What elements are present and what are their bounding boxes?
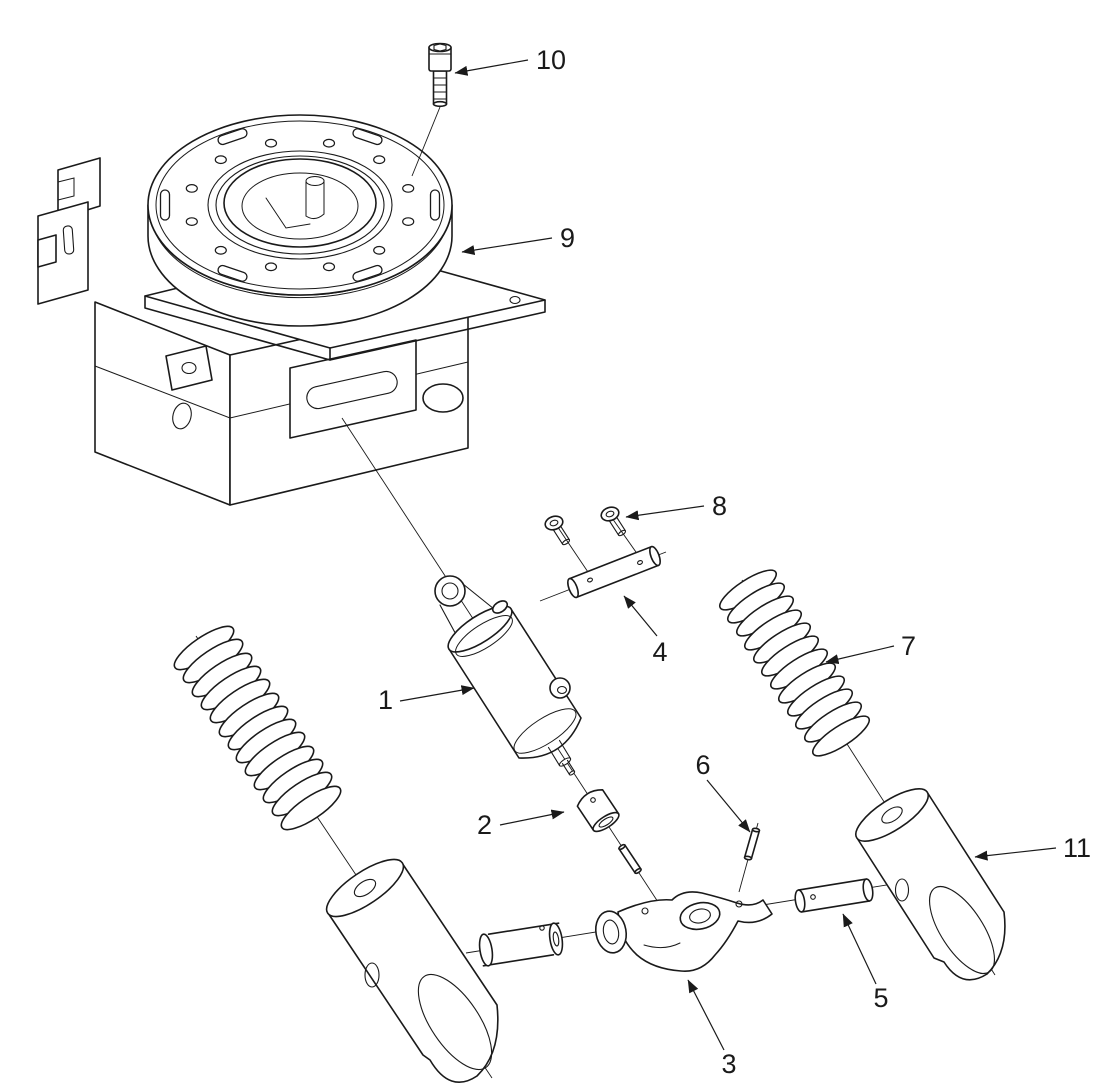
callout-6-label: 6 xyxy=(695,750,710,780)
screws-part-8 xyxy=(544,506,627,546)
callout-1-label: 1 xyxy=(378,685,393,715)
callout-3-label: 3 xyxy=(721,1049,736,1079)
callout-7-leader xyxy=(825,645,895,665)
hex-socket xyxy=(433,43,447,52)
screw8a-axis-line xyxy=(556,525,593,579)
callout-2-label: 2 xyxy=(477,810,492,840)
main-assembly xyxy=(37,114,546,506)
screw-8b xyxy=(600,506,627,537)
callout-11-leader xyxy=(974,847,1057,861)
callout-10-label: 10 xyxy=(536,45,566,75)
cylinder-nipple xyxy=(547,739,576,776)
callout-5: 5 xyxy=(842,913,889,1013)
port-boss xyxy=(549,677,571,699)
callout-5-leader xyxy=(842,913,877,985)
cap-screw-part-10 xyxy=(428,42,452,108)
callout-7: 7 xyxy=(825,631,916,665)
callout-9-leader xyxy=(461,237,553,256)
cylinder-part-1 xyxy=(434,575,582,776)
callout-6-leader xyxy=(706,779,751,833)
callout-10-leader xyxy=(454,59,529,76)
bushing-part-2 xyxy=(576,788,620,833)
callout-11-label: 11 xyxy=(1063,833,1091,863)
pin-part-4 xyxy=(567,545,661,599)
bracket-boss xyxy=(679,901,721,931)
callout-1: 1 xyxy=(378,685,475,715)
bracket-part-3 xyxy=(594,891,773,972)
callout-2: 2 xyxy=(477,809,565,840)
callout-9: 9 xyxy=(461,223,575,256)
callout-8-label: 8 xyxy=(712,491,727,521)
callout-8-leader xyxy=(625,505,705,521)
pin-part-5 xyxy=(794,878,874,913)
mounting-ears xyxy=(37,157,101,305)
callout-9-label: 9 xyxy=(560,223,575,253)
callout-1-leader xyxy=(399,685,475,702)
spring-part-left xyxy=(168,618,347,838)
slewing-ring xyxy=(147,114,453,327)
callout-3-leader xyxy=(687,979,725,1051)
clevis-eye xyxy=(434,575,466,607)
plate-tab xyxy=(165,345,213,391)
callout-5-label: 5 xyxy=(873,983,888,1013)
callout-8: 8 xyxy=(625,491,727,521)
callout-4-leader xyxy=(623,595,658,637)
callout-10: 10 xyxy=(454,45,566,76)
sleeve-cylinder xyxy=(478,922,564,967)
bracket-eye xyxy=(594,910,628,954)
callout-3: 3 xyxy=(687,979,737,1079)
callout-6: 6 xyxy=(695,750,751,833)
callout-11: 11 xyxy=(974,833,1091,863)
housing-bore-hole xyxy=(422,383,464,413)
callout-2-leader xyxy=(499,809,565,826)
ring-internals xyxy=(241,172,359,240)
tube-part-left xyxy=(325,858,499,1084)
tube-part-11 xyxy=(855,788,1006,981)
screw10-axis-line xyxy=(411,106,441,177)
callout-7-label: 7 xyxy=(901,631,916,661)
spring-part-7 xyxy=(714,562,875,764)
small-pin xyxy=(618,843,642,875)
callouts: 1 2 3 4 5 6 7 8 xyxy=(378,45,1091,1079)
screw-8a xyxy=(544,515,571,546)
pin-part-6 xyxy=(743,827,761,861)
callout-4: 4 xyxy=(623,595,668,667)
callout-4-label: 4 xyxy=(652,637,667,667)
